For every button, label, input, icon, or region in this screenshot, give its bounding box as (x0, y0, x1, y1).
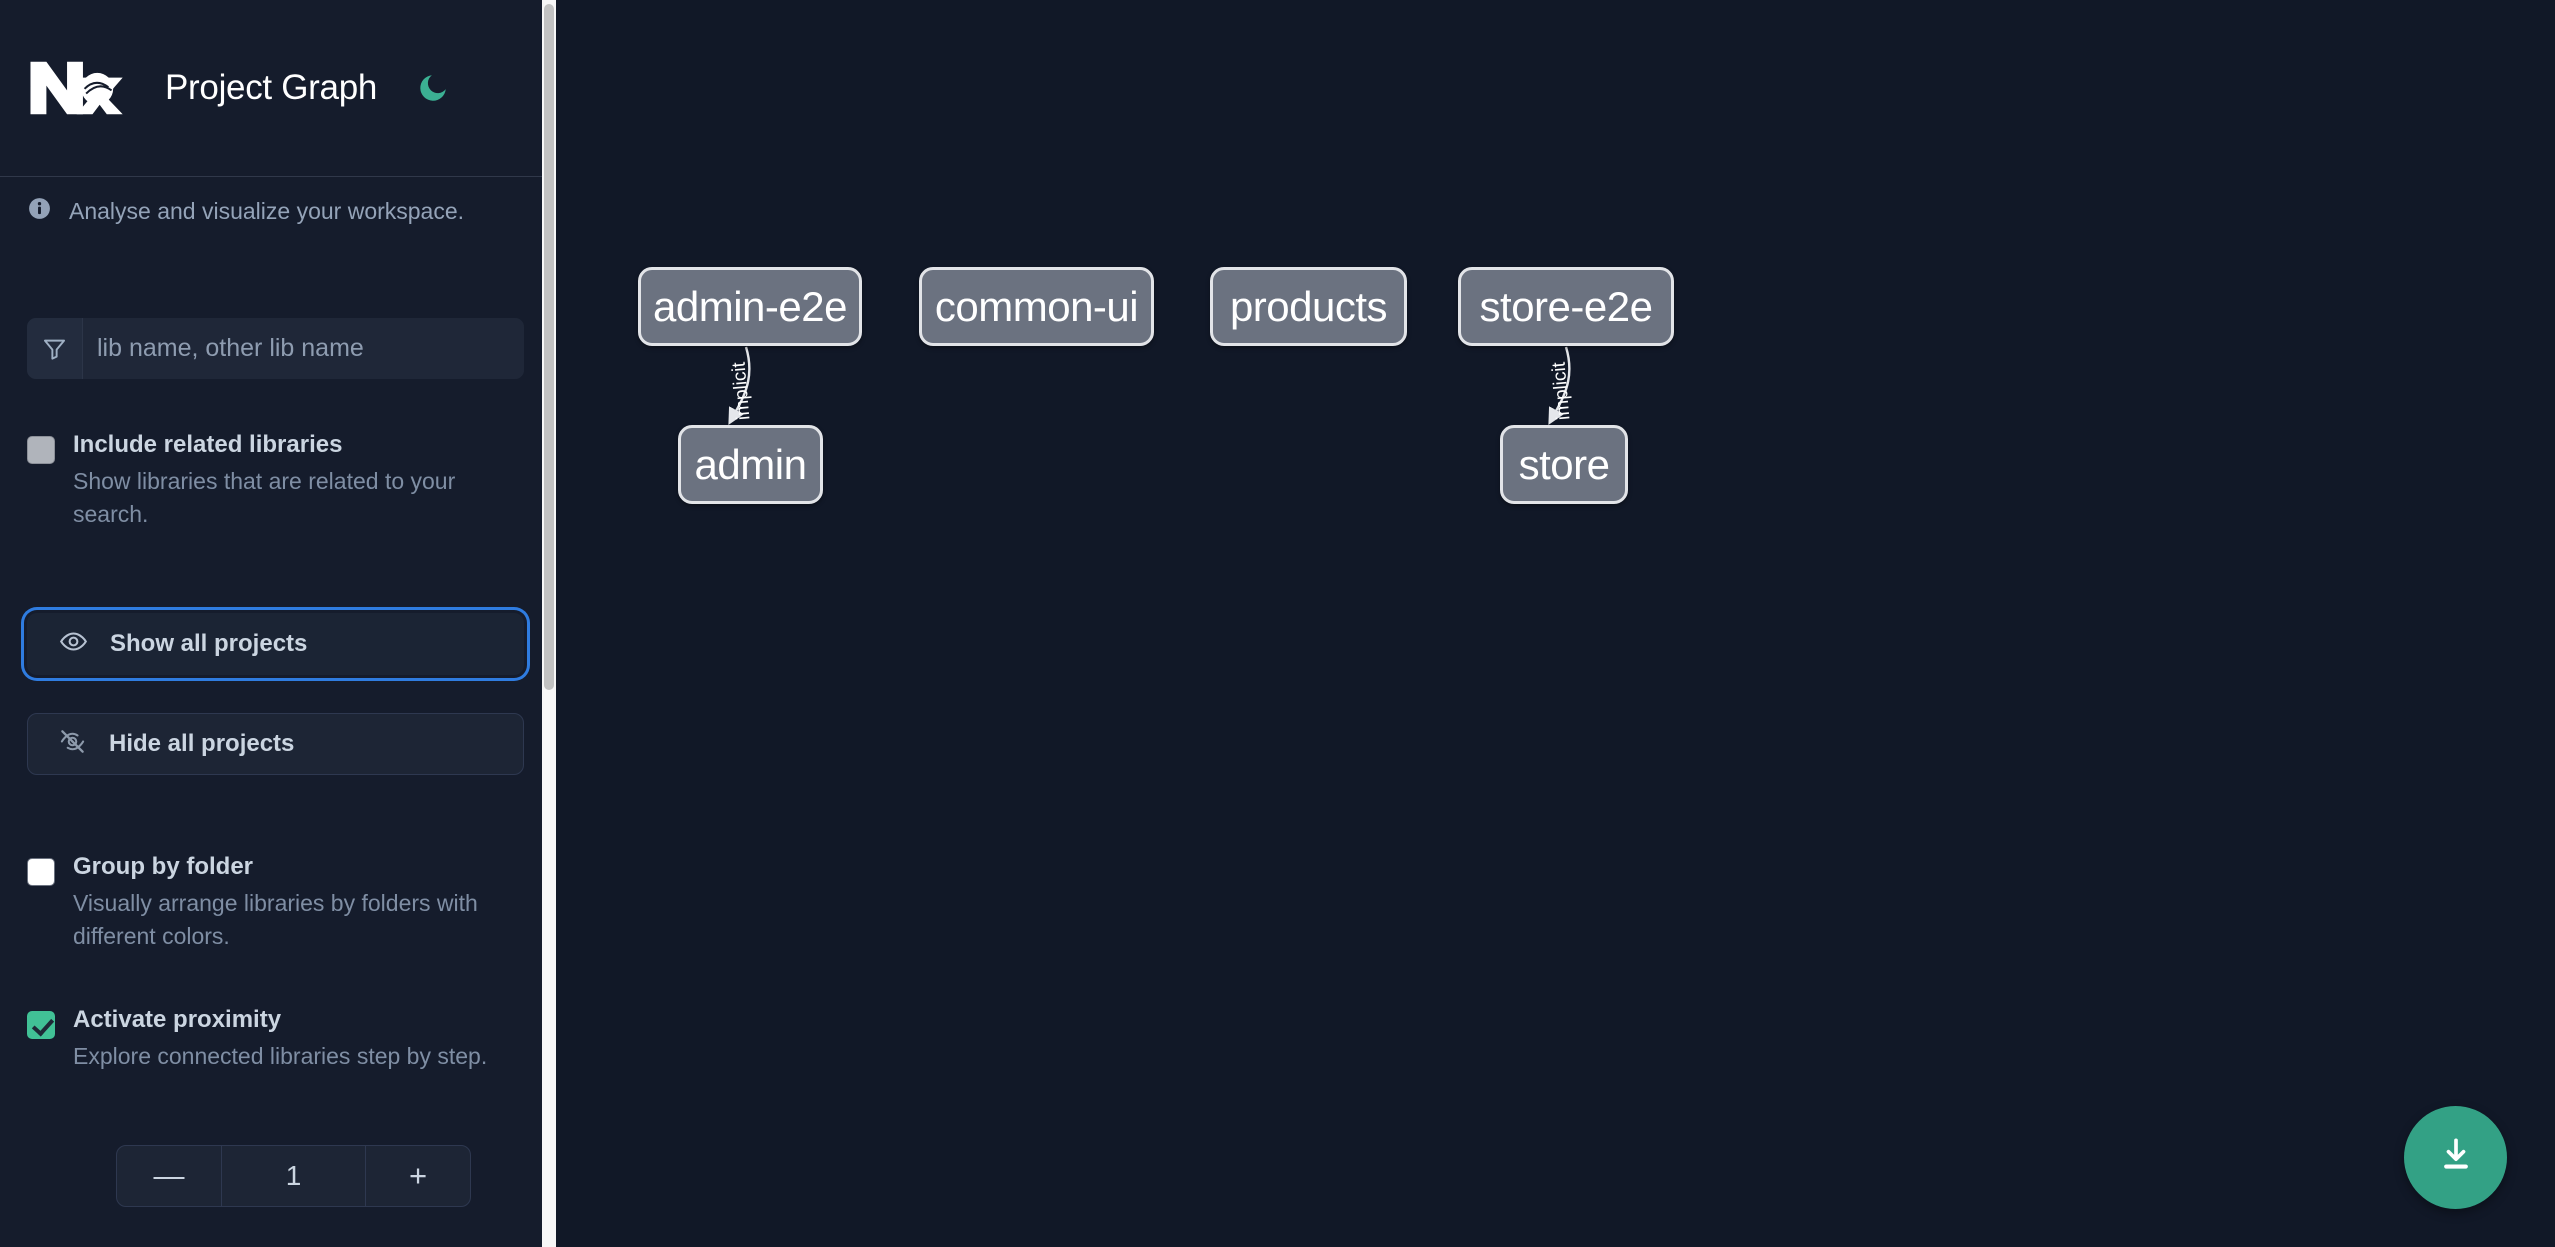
hide-all-projects-label: Hide all projects (109, 730, 295, 757)
include-related-libraries-checkbox[interactable] (27, 436, 55, 464)
sidebar: Project Graph Analyse and visua (0, 0, 556, 1247)
graph-edge-label-store: implicit (1548, 361, 1575, 421)
group-by-folder-option[interactable]: Group by folder Visually arrange librari… (27, 852, 533, 954)
download-graph-button[interactable] (2404, 1106, 2507, 1209)
proximity-increment-button[interactable]: + (408, 1158, 428, 1193)
search-input[interactable] (83, 318, 524, 379)
sidebar-scrollbar-track[interactable] (542, 0, 556, 1247)
graph-node-common-ui[interactable]: common-ui (919, 267, 1154, 346)
graph-node-label: admin-e2e (653, 282, 847, 330)
activate-proximity-checkbox[interactable] (27, 1011, 55, 1039)
include-related-libraries-label: Include related libraries (73, 431, 343, 458)
graph-node-label: products (1229, 282, 1388, 330)
proximity-value: 1 (221, 1146, 366, 1206)
nx-logo-icon (27, 57, 123, 119)
sidebar-content: Project Graph Analyse and visua (0, 0, 556, 1247)
show-all-projects-label: Show all projects (110, 630, 308, 657)
info-icon (27, 196, 52, 226)
graph-node-label: store-e2e (1479, 282, 1653, 330)
include-related-libraries-option[interactable]: Include related libraries Show libraries… (27, 430, 533, 532)
eye-slash-icon (58, 727, 87, 761)
proximity-decrement-button[interactable]: — (153, 1158, 185, 1193)
activate-proximity-description: Explore connected libraries step by step… (73, 1043, 488, 1069)
graph-node-label: store (1518, 440, 1610, 488)
page-title: Project Graph (165, 68, 378, 107)
activate-proximity-option[interactable]: Activate proximity Explore connected lib… (27, 1005, 487, 1073)
filter-icon (27, 318, 83, 379)
include-related-libraries-texts: Include related libraries Show libraries… (73, 430, 533, 532)
project-graph-canvas[interactable]: admin-e2e common-ui products store-e2e a… (570, 0, 2555, 1247)
graph-node-admin-e2e[interactable]: admin-e2e (638, 267, 862, 346)
graph-edge-label-admin: implicit (728, 361, 755, 421)
graph-node-label: admin (694, 440, 807, 488)
workspace-tagline: Analyse and visualize your workspace. (27, 196, 464, 226)
group-by-folder-checkbox[interactable] (27, 858, 55, 886)
search-field[interactable] (27, 318, 524, 379)
activate-proximity-label: Activate proximity (73, 1006, 282, 1033)
graph-node-store-e2e[interactable]: store-e2e (1458, 267, 1674, 346)
group-by-folder-description: Visually arrange libraries by folders wi… (73, 890, 478, 950)
graph-node-products[interactable]: products (1210, 267, 1407, 346)
moon-icon[interactable] (413, 68, 453, 108)
header-divider (0, 176, 556, 177)
group-by-folder-label: Group by folder (73, 853, 253, 880)
sidebar-header: Project Graph (0, 0, 556, 176)
graph-node-store[interactable]: store (1500, 425, 1628, 504)
hide-all-projects-button[interactable]: Hide all projects (27, 713, 524, 775)
sidebar-scrollbar-thumb[interactable] (544, 4, 554, 690)
activate-proximity-texts: Activate proximity Explore connected lib… (73, 1005, 487, 1073)
group-by-folder-texts: Group by folder Visually arrange librari… (73, 852, 533, 954)
show-all-projects-button[interactable]: Show all projects (27, 613, 524, 675)
proximity-stepper: — 1 + (116, 1145, 471, 1207)
download-icon (2435, 1134, 2477, 1181)
graph-node-label: common-ui (934, 282, 1139, 330)
eye-icon (59, 627, 88, 661)
tagline-text: Analyse and visualize your workspace. (69, 197, 465, 224)
include-related-libraries-description: Show libraries that are related to your … (73, 468, 456, 528)
graph-node-admin[interactable]: admin (678, 425, 823, 504)
